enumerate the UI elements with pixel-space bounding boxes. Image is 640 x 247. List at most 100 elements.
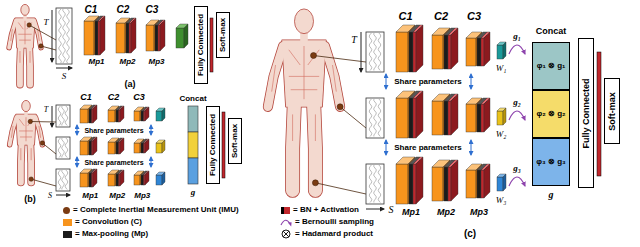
max-pooling-block-front: [141, 111, 144, 121]
annotation: Share parameters: [84, 127, 143, 134]
legend-text: = Convolution (C): [75, 218, 142, 226]
node-text: Fully Connected: [209, 114, 217, 176]
sensor-axis-arrow: [56, 68, 72, 69]
signal-trace: [58, 170, 61, 190]
bn-activation-block: [144, 107, 150, 121]
legend-text: = Hadamard product: [295, 230, 373, 238]
bn-activation-block-side: [416, 157, 423, 204]
convolution-block-front: [134, 111, 140, 121]
legend-entry: = BN + Activation: [280, 205, 359, 215]
input-frame: [56, 137, 70, 159]
bn-activation-block: [92, 105, 98, 123]
feature-block-front: [156, 175, 162, 185]
bn-activation-block-front: [481, 104, 484, 132]
convolution-block-front: [466, 170, 476, 198]
body-muscle-line: [31, 148, 32, 160]
pooling-name: Mp3: [470, 208, 488, 217]
signal-trace: [58, 138, 61, 158]
max-pooling-block-front: [444, 35, 448, 69]
bn-activation-block-front: [144, 175, 146, 185]
softmax-box: Soft-max: [228, 118, 242, 164]
sensor-input-grid: [366, 32, 384, 72]
share-arrow: [386, 140, 387, 155]
signal-trace: [62, 170, 64, 190]
feature-block: [497, 42, 506, 59]
panel-label: (c): [464, 229, 476, 239]
bn-activation-bar: [222, 112, 225, 178]
imu-dot: [28, 119, 32, 123]
pooling-name: Mp2: [120, 58, 136, 66]
sensor-input-grid: [366, 98, 384, 138]
node-text: Soft-max: [219, 18, 227, 52]
legend-symbol: [280, 229, 292, 239]
signal-trace: [369, 99, 372, 137]
sensor-input-grid: [56, 137, 70, 159]
body-limb: [314, 99, 316, 190]
bn-activation-block: [448, 160, 458, 201]
feature-block-side: [162, 140, 165, 153]
max-pooling-block-front: [141, 143, 144, 153]
symbol-label: W₁: [496, 64, 507, 73]
body-muscle-line: [19, 119, 24, 126]
pooling-name: Mp2: [437, 208, 455, 217]
input-frame: [56, 8, 72, 64]
bn-activation-block-side: [93, 105, 97, 123]
node-text: φ₁ ⊗ g₁: [537, 62, 566, 70]
bn-activation-block: [144, 139, 150, 153]
sensor-axis-arrow: [366, 209, 384, 210]
convolution-block-front: [432, 101, 443, 135]
bn-activation-block: [448, 94, 458, 135]
body-limb: [18, 141, 25, 182]
concat-segment: φ₃ ⊗ g₃: [532, 138, 570, 186]
bn-activation-block-side: [451, 94, 458, 135]
time-axis-arrow: [361, 32, 362, 72]
body-torso: [15, 18, 34, 47]
bn-activation-block-front: [92, 141, 94, 155]
symbol-label: g₂: [513, 98, 521, 107]
max-pooling-block-front: [116, 174, 119, 186]
share-arrow: [471, 140, 472, 155]
body-limb-outline: [25, 44, 33, 84]
convolution-block: [116, 18, 130, 53]
legend-symbol: [280, 217, 292, 227]
max-pooling-block-front: [477, 170, 481, 198]
bn-activation-block: [481, 98, 490, 132]
convolution-block-front: [108, 142, 115, 154]
sensor-axis-arrow: [56, 195, 70, 196]
max-pooling-block-front: [116, 110, 119, 122]
body-torso-outline: [15, 18, 34, 47]
body-limb: [34, 21, 41, 48]
node-text: φ₂ ⊗ g₂: [536, 110, 565, 118]
legend-swatch: [281, 207, 290, 214]
layer-name: C3: [133, 93, 145, 102]
legend-swatch: [63, 231, 72, 238]
convolution-block-side: [94, 16, 99, 55]
bn-activation-block-front: [92, 173, 94, 187]
sensor-wire: [314, 56, 367, 63]
bn-activation-block: [92, 137, 98, 155]
signal-trace: [378, 99, 381, 137]
bn-activation-block-front: [144, 143, 146, 153]
layer-name: C1: [80, 93, 92, 102]
sensor-input-grid: [56, 105, 70, 127]
bn-activation-block: [413, 91, 423, 138]
bn-activation-block-front: [158, 25, 160, 51]
body-muscle-line: [18, 34, 31, 35]
max-pooling-block-front: [409, 32, 413, 72]
bn-activation-block-front: [129, 23, 131, 53]
bn-activation-block: [481, 164, 490, 198]
body-limb: [27, 141, 34, 182]
max-pooling-block-front: [477, 38, 481, 66]
symbol-label: g₃: [513, 164, 521, 173]
dense-feature-block-front: [176, 28, 184, 48]
bn-activation-block-front: [413, 98, 416, 138]
signal-trace: [369, 33, 372, 71]
input-frame: [366, 164, 384, 204]
signal-trace: [378, 33, 381, 71]
imu-dot: [311, 53, 317, 59]
bernoulli-arrow: [509, 177, 525, 186]
feature-block: [497, 174, 506, 191]
feature-block-front: [156, 143, 162, 153]
convolution-block-front: [134, 175, 140, 185]
bn-activation-block-front: [119, 142, 121, 154]
